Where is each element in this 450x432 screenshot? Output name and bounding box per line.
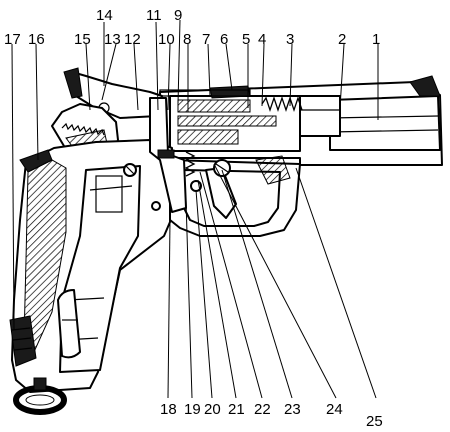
- leader-13: [101, 43, 117, 101]
- callout-15: 15: [74, 31, 91, 48]
- leader-19: [185, 199, 193, 399]
- callout-3: 3: [286, 31, 294, 48]
- leader-2: [339, 43, 345, 109]
- leader-22: [199, 171, 263, 399]
- callout-19: 19: [184, 401, 201, 418]
- pistol-drawing: [9, 67, 443, 415]
- firing-pin: [177, 115, 277, 127]
- leader-21: [197, 179, 237, 399]
- callout-5: 5: [242, 31, 250, 48]
- trigger-bar: [255, 155, 291, 185]
- hammer-spur: [63, 67, 83, 99]
- leader-17: [11, 43, 15, 331]
- trigger-spring: [184, 151, 196, 177]
- leader-3: [289, 43, 293, 107]
- slide-top-rail: [159, 89, 251, 97]
- sear-catch: [157, 149, 175, 159]
- leader-7: [207, 43, 211, 97]
- leader-4: [261, 43, 265, 107]
- callout-20: 20: [204, 401, 221, 418]
- callout-10: 10: [158, 31, 175, 48]
- callout-6: 6: [220, 31, 228, 48]
- magazine: [59, 165, 141, 373]
- callout-17: 17: [4, 31, 21, 48]
- barrel-sleeve: [299, 95, 341, 137]
- callout-1: 1: [372, 31, 380, 48]
- lanyard-loop: [33, 377, 47, 391]
- callout-18: 18: [160, 401, 177, 418]
- callout-13: 13: [104, 31, 121, 48]
- leader-9: [177, 19, 181, 105]
- callout-24: 24: [326, 401, 343, 418]
- callout-9: 9: [174, 7, 182, 24]
- hammer-block: [177, 129, 239, 145]
- callout-4: 4: [258, 31, 266, 48]
- leader-23: [221, 169, 293, 399]
- leader-10: [167, 43, 171, 111]
- callout-16: 16: [28, 31, 45, 48]
- grip-panel: [23, 159, 67, 353]
- callout-14: 14: [96, 7, 113, 24]
- leader-6: [225, 43, 233, 91]
- leader-25: [295, 167, 377, 399]
- front-sight: [409, 75, 441, 97]
- barrel-front: [329, 95, 441, 151]
- bolt-housing: [177, 99, 251, 113]
- main-spring: [261, 95, 303, 113]
- callout-11: 11: [146, 7, 162, 24]
- leader-20: [195, 189, 213, 399]
- leader-12: [133, 43, 139, 111]
- callout-12: 12: [124, 31, 141, 48]
- leader-15: [85, 43, 91, 111]
- callout-25: 25: [366, 413, 383, 430]
- leader-18: [167, 219, 171, 399]
- callout-22: 22: [254, 401, 271, 418]
- leader-24: [213, 163, 337, 399]
- callout-21: 21: [228, 401, 245, 418]
- callout-2: 2: [338, 31, 346, 48]
- leader-lines: [11, 19, 379, 399]
- callout-labels: 1 2 3 4 5 6 7 8 9 10 11 12 13 14 15 16 1…: [4, 7, 383, 430]
- co2-cartridge: [57, 289, 81, 359]
- leader-11: [155, 21, 159, 111]
- callout-7: 7: [202, 31, 210, 48]
- callout-23: 23: [284, 401, 301, 418]
- callout-8: 8: [183, 31, 191, 48]
- leader-16: [35, 43, 39, 161]
